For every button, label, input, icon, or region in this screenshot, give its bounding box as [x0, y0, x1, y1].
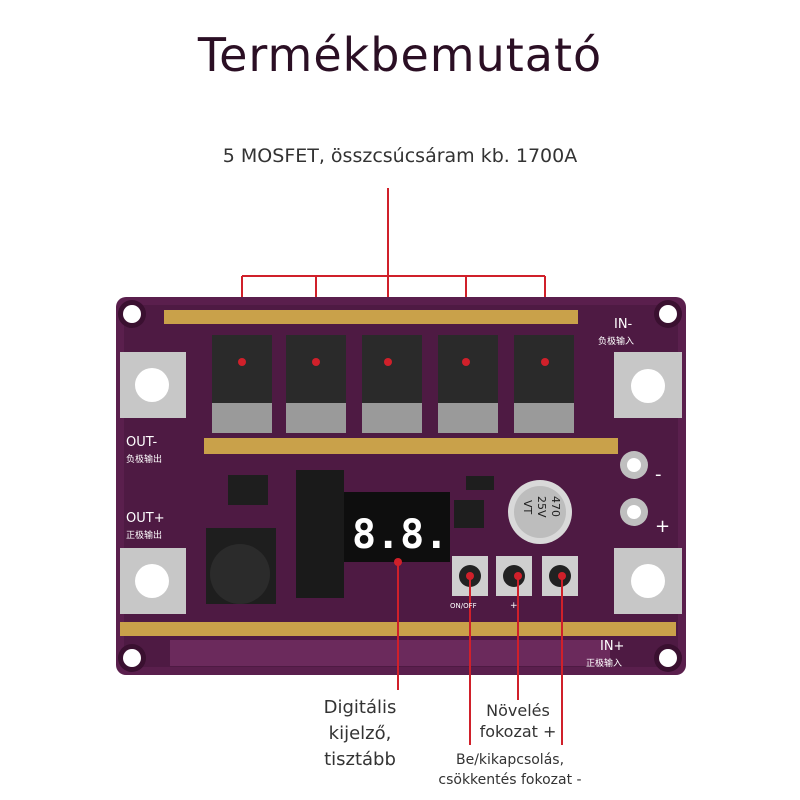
capacitor-label-1: 470: [549, 496, 562, 517]
capacitor-label-2: 25V: [535, 496, 548, 518]
label-in-minus: IN-: [614, 317, 633, 332]
label-in-plus-cn: 正极输入: [586, 657, 622, 669]
mosfet-marker: [384, 358, 392, 366]
onoff-callout: Be/kikapcsolás, csökkentés fokozat -: [438, 752, 582, 788]
label-out-plus-cn: 正极输出: [126, 529, 162, 541]
label-out-minus-cn: 负极输出: [126, 453, 162, 465]
mosfet-3: [362, 335, 422, 433]
mosfet-caption: 5 MOSFET, összcsúcsáram kb. 1700A: [222, 145, 578, 167]
increase-callout: Növelés fokozat +: [479, 701, 557, 741]
mosfet-marker: [462, 358, 470, 366]
mosfet-1: [212, 335, 272, 433]
components: [206, 470, 572, 604]
button-plus-mark: +: [510, 601, 518, 611]
mosfet-row: [212, 335, 574, 433]
side-minus-mark: -: [655, 464, 662, 485]
mosfet-2: [286, 335, 346, 433]
button-onoff-mark: ON/OFF: [450, 602, 477, 610]
side-plus-mark: +: [655, 516, 670, 537]
label-in-minus-cn: 负极输入: [598, 335, 634, 347]
page-title: Termékbemutató: [197, 28, 603, 82]
mosfet-marker: [238, 358, 246, 366]
mosfet-4: [438, 335, 498, 433]
label-out-plus: OUT+: [126, 511, 165, 526]
mosfet-marker: [312, 358, 320, 366]
seven-segment-display: [344, 492, 450, 562]
capacitor-label-3: VT: [521, 500, 534, 515]
bottom-callout-lines: [397, 562, 563, 745]
tactile-buttons: [452, 556, 578, 596]
mosfet-marker: [541, 358, 549, 366]
label-in-plus: IN+: [600, 639, 624, 654]
label-out-minus: OUT-: [126, 435, 157, 450]
mosfet-5: [514, 335, 574, 433]
display-callout: Digitális kijelző, tisztább: [323, 697, 397, 770]
display-value: 8.8.: [352, 512, 448, 558]
